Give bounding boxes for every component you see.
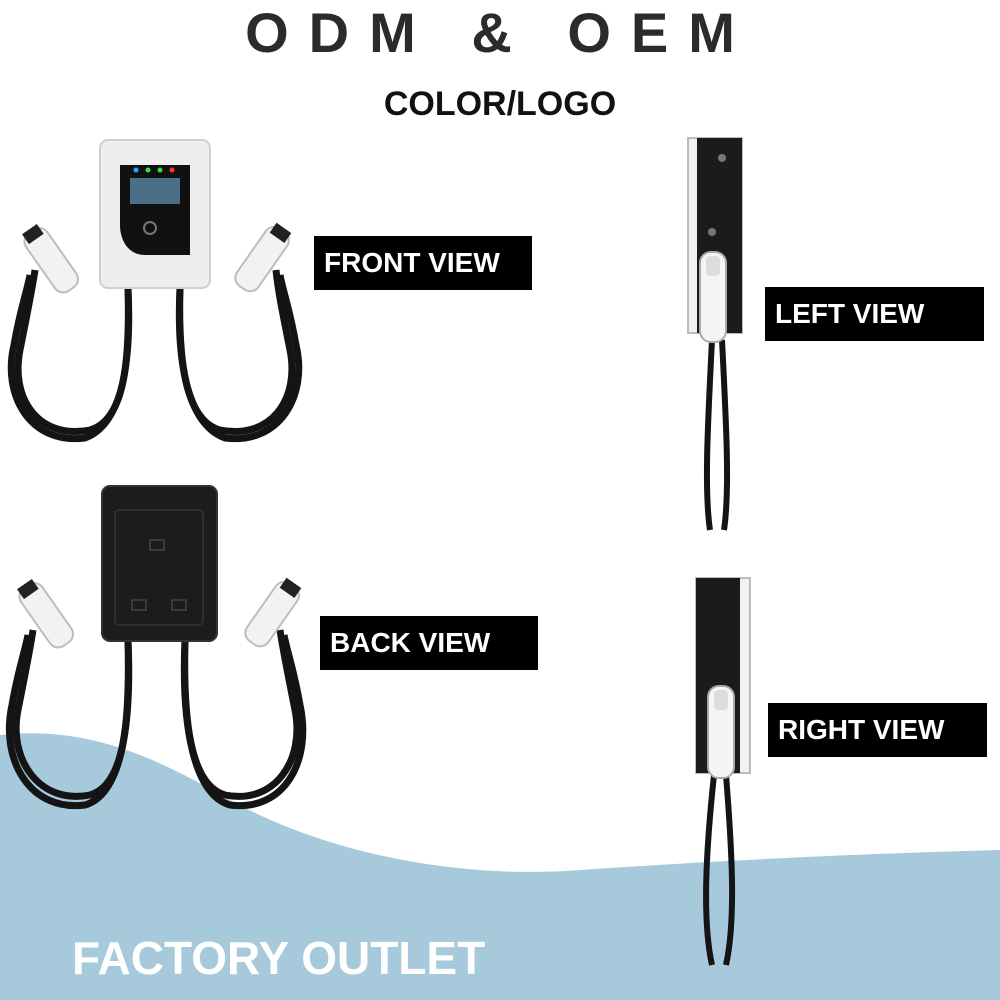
front-view-label: FRONT VIEW xyxy=(314,236,532,290)
left-view-label: LEFT VIEW xyxy=(765,287,984,341)
charger-left-image xyxy=(687,137,743,531)
wave-background xyxy=(0,733,1000,1000)
page-subtitle: COLOR/LOGO xyxy=(383,85,617,123)
page-title: ODM & OEM xyxy=(245,1,755,64)
back-view-label: BACK VIEW xyxy=(320,616,538,670)
charger-back-image xyxy=(5,485,307,810)
charger-front-image xyxy=(7,139,303,443)
factory-outlet-banner: FACTORY OUTLET xyxy=(72,932,486,984)
right-view-label: RIGHT VIEW xyxy=(768,703,987,757)
charger-right-image xyxy=(695,577,751,966)
